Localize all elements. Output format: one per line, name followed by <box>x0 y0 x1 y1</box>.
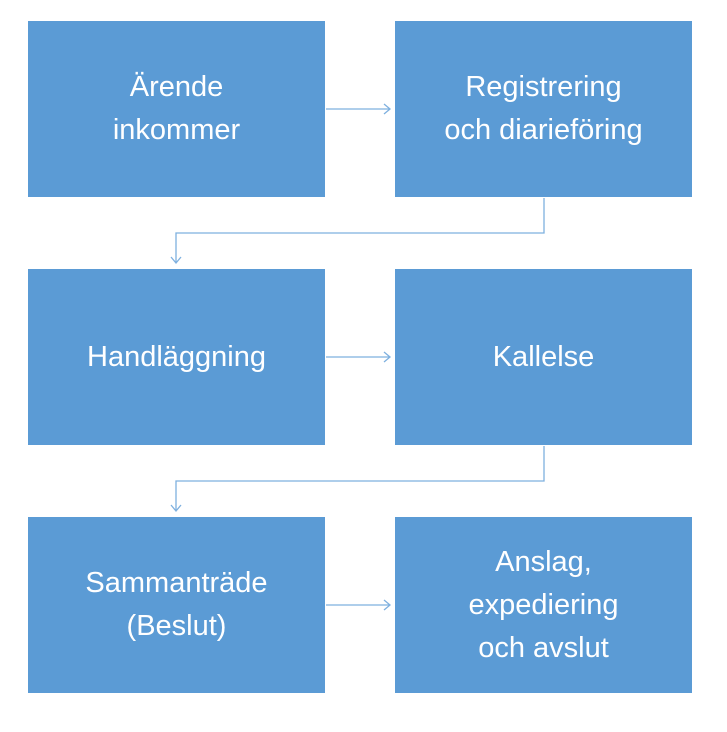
step-box-arende-inkommer: Ärende inkommer <box>28 21 325 197</box>
step-label-line: och avslut <box>478 631 609 664</box>
step-label-line: expediering <box>468 588 619 621</box>
arrow-kallelse-to-sammantrade <box>175 446 545 511</box>
arrowhead-kallelse-to-sammantrade <box>170 504 182 513</box>
step-box-kallelse: Kallelse <box>395 269 692 445</box>
step-label-line: Handläggning <box>87 340 266 373</box>
step-label-line: Anslag, <box>495 545 592 578</box>
step-box-sammantrade: Sammanträde (Beslut) <box>28 517 325 693</box>
arrowhead-registrering-to-handlaggning <box>170 256 182 265</box>
arrowhead-arende-to-registrering <box>383 103 392 115</box>
step-box-registrering: Registrering och diarieföring <box>395 21 692 197</box>
step-label-line: (Beslut) <box>126 610 227 642</box>
step-label-line: Ärende <box>129 71 224 103</box>
arrowhead-sammantrade-to-anslag <box>383 599 392 611</box>
step-box-anslag: Anslag, expediering och avslut <box>395 517 692 693</box>
step-label-line: Kallelse <box>492 340 595 373</box>
arrowhead-handlaggning-to-kallelse <box>383 351 392 363</box>
step-label-line: Registrering <box>465 71 622 103</box>
step-label-line: Sammanträde <box>85 567 268 599</box>
step-box-handlaggning: Handläggning <box>28 269 325 445</box>
step-label-line: inkommer <box>112 114 241 146</box>
arrow-registrering-to-handlaggning <box>175 198 545 263</box>
step-label-line: och diarieföring <box>444 114 643 146</box>
